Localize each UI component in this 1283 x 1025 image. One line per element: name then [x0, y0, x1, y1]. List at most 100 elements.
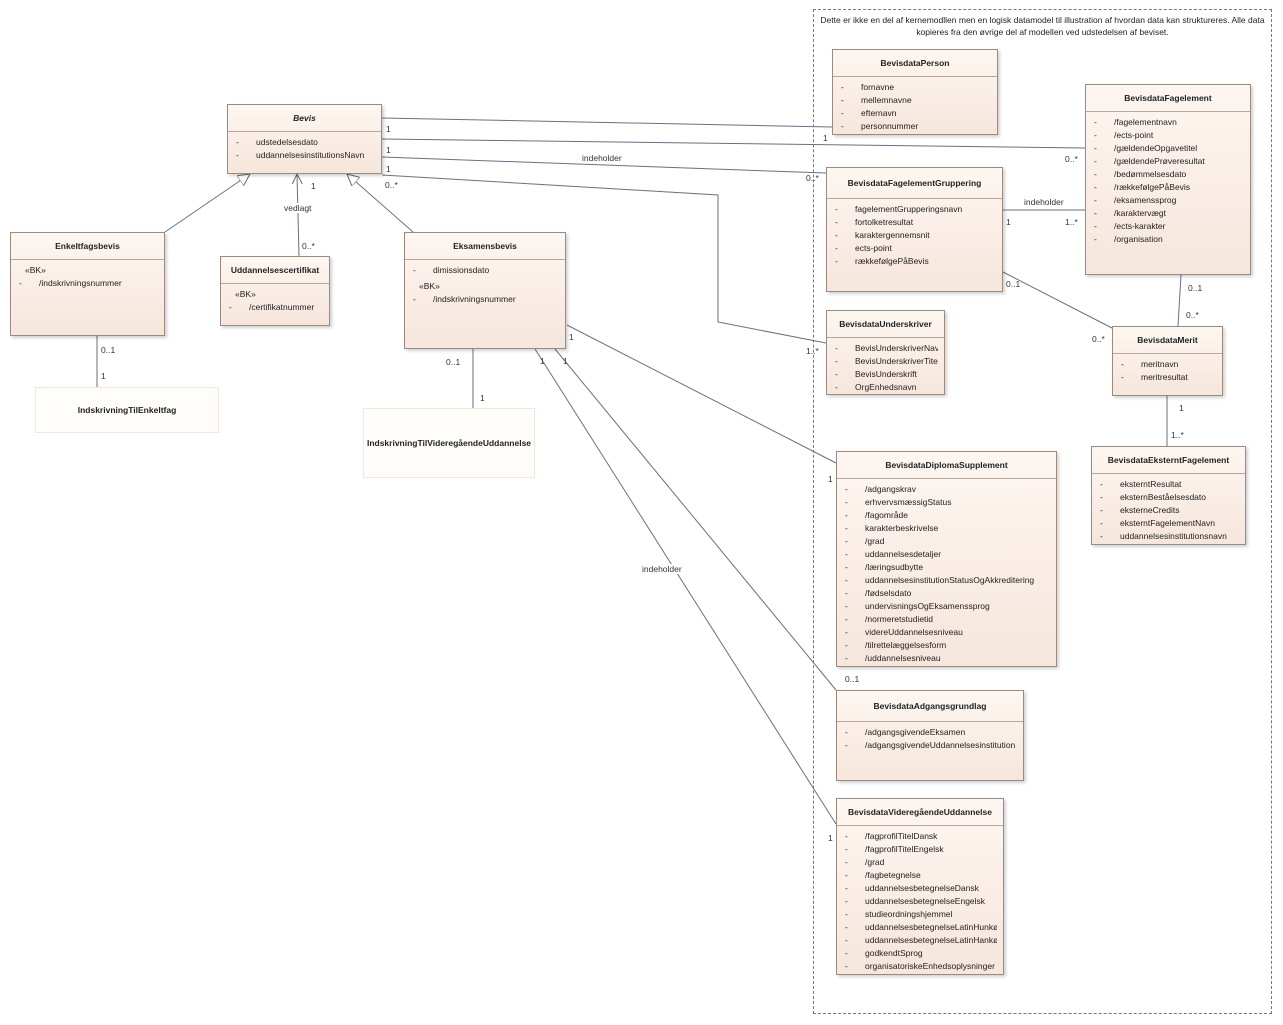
attribute: -OrgEnhedsnavn: [835, 382, 917, 392]
attribute: -/fagområde: [845, 510, 908, 520]
class-name: Uddannelsescertifikat: [221, 257, 329, 284]
assoc-bevis-gruppering: [381, 156, 827, 174]
class-bevisdata-videregaende-uddannelse[interactable]: BevisdataVideregåendeUddannelse -/fagpro…: [836, 798, 1004, 975]
attribute: -meritnavn: [1121, 359, 1179, 369]
multiplicity: 1: [386, 145, 391, 155]
class-name: Bevis: [228, 105, 381, 132]
attribute: -uddannelsesinstitutionsNavn: [236, 150, 365, 160]
attribute: -mellemnavne: [841, 95, 912, 105]
attribute: -/ects-karakter: [1094, 221, 1166, 231]
attribute: -BevisUnderskriverNavn: [835, 343, 938, 353]
class-uddannelsescertifikat[interactable]: Uddannelsescertifikat «BK» -/certifikatn…: [220, 256, 330, 326]
attribute: -rækkefølgePåBevis: [835, 256, 929, 266]
attribute: -personnummer: [841, 121, 919, 131]
stereotype: «BK»: [25, 265, 46, 275]
assoc-bevis-person: [381, 117, 833, 128]
class-name: BevisdataDiplomaSupplement: [837, 452, 1056, 479]
class-name: BevisdataMerit: [1113, 327, 1222, 354]
attribute: -/karaktervægt: [1094, 208, 1166, 218]
stereotype: «BK»: [235, 289, 256, 299]
attribute: -fagelementGrupperingsnavn: [835, 204, 963, 214]
attribute: -undervisningsOgEksamenssprog: [845, 601, 990, 611]
attribute: -uddannelsesbetegnelseDansk: [845, 883, 979, 893]
class-bevisdata-fagelement-gruppering[interactable]: BevisdataFagelementGruppering -fagelemen…: [826, 167, 1003, 292]
attribute: -/fagprofilTitelEngelsk: [845, 844, 944, 854]
multiplicity: 1: [311, 181, 316, 191]
class-bevis[interactable]: Bevis -udstedelsesdato -uddannelsesinsti…: [227, 104, 382, 174]
attribute: -/eksamenssprog: [1094, 195, 1177, 205]
gen-eksamensbevis-bevis: [347, 174, 414, 233]
multiplicity: 1: [828, 833, 833, 843]
attribute: -/tilrettelæggelsesform: [845, 640, 947, 650]
class-name: BevisdataVideregåendeUddannelse: [837, 799, 1003, 826]
attribute: -karaktergennemsnit: [835, 230, 930, 240]
class-indskrivning-til-enkeltfag[interactable]: IndskrivningTilEnkeltfag: [35, 387, 219, 433]
attribute: -/bedømmelsesdato: [1094, 169, 1187, 179]
multiplicity: 0..*: [1092, 334, 1105, 344]
class-bevisdata-person[interactable]: BevisdataPerson -fornavne -mellemnavne -…: [832, 49, 998, 135]
multiplicity: 1..*: [806, 346, 819, 356]
stereotype: «BK»: [419, 281, 440, 291]
class-name: Eksamensbevis: [405, 233, 565, 260]
assoc-gruppering-merit: [1002, 271, 1113, 329]
multiplicity: 0..1: [845, 674, 860, 684]
attribute: -/indskrivningsnummer: [413, 294, 516, 304]
attribute: -organisatoriskeEnhedsoplysninger: [845, 961, 995, 971]
attribute: -/adgangsgivendeEksamen: [845, 727, 966, 737]
multiplicity: 1: [480, 393, 485, 403]
multiplicity: 1..*: [1065, 217, 1078, 227]
multiplicity: 1: [563, 356, 568, 366]
multiplicity: 1: [101, 371, 106, 381]
multiplicity: 1..*: [1171, 430, 1184, 440]
multiplicity: 1: [540, 356, 545, 366]
class-name: Enkeltfagsbevis: [11, 233, 164, 260]
attribute: -/certifikatnummer: [229, 302, 315, 312]
class-bevisdata-underskriver[interactable]: BevisdataUnderskriver -BevisUnderskriver…: [826, 310, 945, 395]
class-bevisdata-merit[interactable]: BevisdataMerit -meritnavn -meritresultat: [1112, 326, 1223, 396]
attribute: -/adgangsgivendeUddannelsesinstitution: [845, 740, 1016, 750]
class-name: BevisdataEksterntFagelement: [1092, 447, 1245, 474]
multiplicity: 1: [386, 164, 391, 174]
class-enkeltfagsbevis[interactable]: Enkeltfagsbevis «BK» -/indskrivningsnumm…: [10, 232, 165, 336]
attribute: -uddannelsesbetegnelseEngelsk: [845, 896, 986, 906]
attribute: -BevisUnderskriverTitel: [835, 356, 938, 366]
class-name: BevisdataAdgangsgrundlag: [837, 691, 1023, 722]
attribute: -/normeretstudietid: [845, 614, 934, 624]
multiplicity: 1: [569, 332, 574, 342]
multiplicity: 1: [386, 124, 391, 134]
class-eksamensbevis[interactable]: Eksamensbevis -dimissionsdato «BK» -/ind…: [404, 232, 566, 349]
class-name: BevisdataPerson: [833, 50, 997, 77]
attribute: -meritresultat: [1121, 372, 1188, 382]
class-bevisdata-diploma-supplement[interactable]: BevisdataDiplomaSupplement -/adgangskrav…: [836, 451, 1057, 667]
attribute: -/organisation: [1094, 234, 1163, 244]
class-bevisdata-adgangsgrundlag[interactable]: BevisdataAdgangsgrundlag -/adgangsgivend…: [836, 690, 1024, 781]
attribute: -karakterbeskrivelse: [845, 523, 939, 533]
logical-model-boundary: [813, 9, 1272, 1014]
attribute: -BevisUnderskrift: [835, 369, 917, 379]
gen-enkeltfagsbevis-bevis: [164, 174, 250, 233]
attribute: -videreUddannelsesniveau: [845, 627, 963, 637]
assoc-fagelement-merit: [1177, 274, 1182, 327]
boundary-note: Dette er ikke en del af kernemodllen men…: [820, 15, 1265, 37]
attribute: -uddannelsesbetegnelseLatinHankøn: [845, 935, 997, 945]
multiplicity: 0..1: [101, 345, 116, 355]
multiplicity: 0..*: [302, 241, 315, 251]
attribute: -/læringsudbytte: [845, 562, 924, 572]
class-bevisdata-fagelement[interactable]: BevisdataFagelement -/fagelementnavn -/e…: [1085, 84, 1251, 275]
attribute: -uddannelsesbetegnelseLatinHunkøn: [845, 922, 997, 932]
assoc-eksamens-adgang: [554, 348, 837, 691]
attribute: -uddannelsesdetaljer: [845, 549, 942, 559]
multiplicity: 1: [1006, 217, 1011, 227]
attribute: -/grad: [845, 857, 885, 867]
attribute: -/adgangskrav: [845, 484, 917, 494]
class-indskrivning-til-videregaende[interactable]: IndskrivningTilVideregåendeUddannelse: [363, 408, 535, 478]
attribute: -/fagelementnavn: [1094, 117, 1177, 127]
class-name: BevisdataUnderskriver: [827, 311, 944, 338]
attribute: -eksterntResultat: [1100, 479, 1182, 489]
attribute: -/grad: [845, 536, 885, 546]
class-bevisdata-eksternt-fagelement[interactable]: BevisdataEksterntFagelement -eksterntRes…: [1091, 446, 1246, 545]
assoc-label-indeholder: indeholder: [642, 564, 682, 574]
attribute: -studieordningshjemmel: [845, 909, 953, 919]
attribute: -godkendtSprog: [845, 948, 923, 958]
